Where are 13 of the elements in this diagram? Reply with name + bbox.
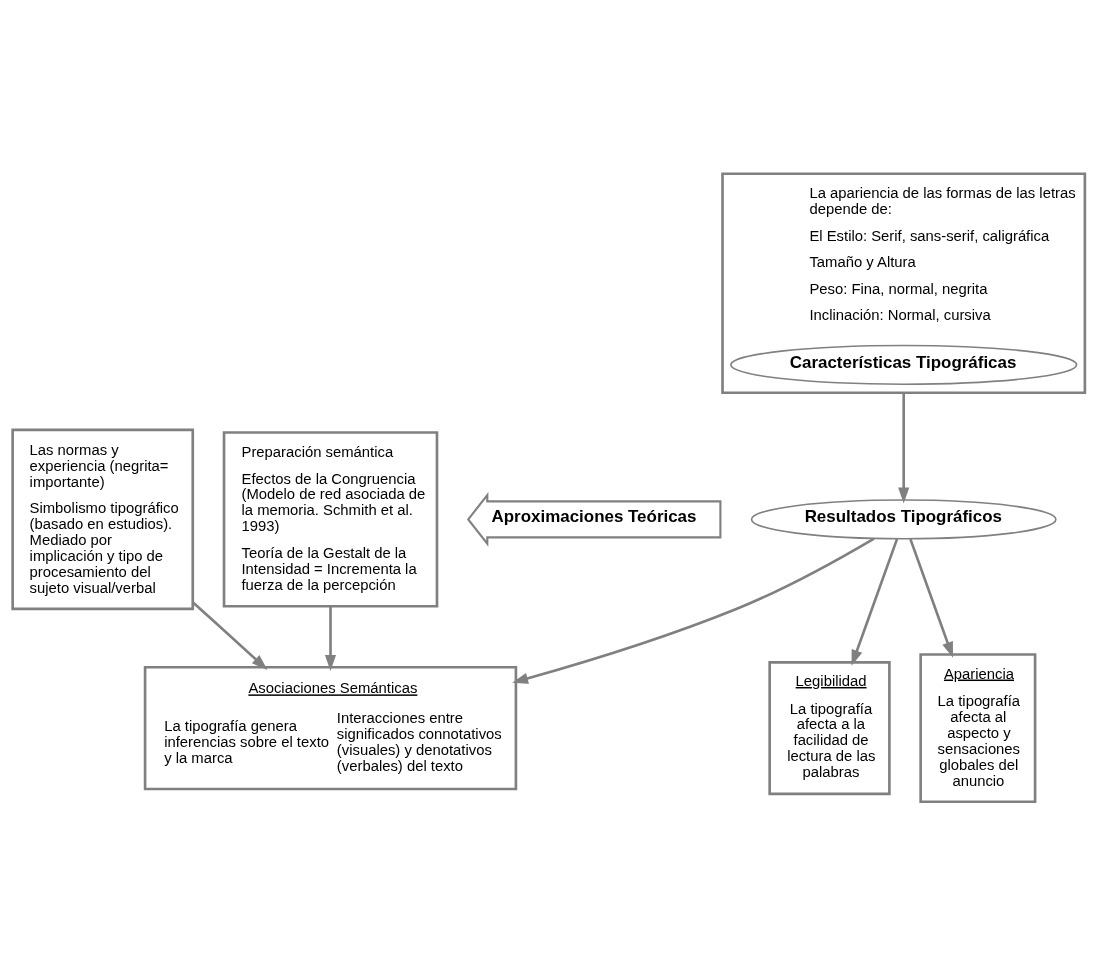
node-box: Asociaciones Semánticas La tipografía genera inferencias sobre el texto y la marca Interacciones entre significados connotativos (visuales) y denotativos (verbales) del texto bbox=[143, 665, 518, 791]
node-box: Las normas y experiencia (negrita= importante) Simbolismo tipográfico (basado en estudios). Mediado por implicación y tipo de procesamiento del sujeto visual/verbal bbox=[11, 428, 195, 611]
arrow bbox=[851, 538, 899, 666]
node-box: Preparación semántica Efectos de la Congruencia (Modelo de red asociada de la memoria. Schmith et al. 1993) Teoría de la Gestalt de la Intensidad = Incrementa la fuerza de la percepción bbox=[222, 431, 439, 608]
node-ellipse: Resultados Tipográficos bbox=[750, 499, 1057, 540]
arrow bbox=[909, 538, 953, 658]
node-box: Legibilidad La tipografía afecta a la facilidad de lectura de las palabras bbox=[768, 661, 891, 796]
arrow bbox=[512, 537, 875, 684]
arrow bbox=[898, 392, 910, 504]
arrow bbox=[324, 606, 337, 671]
arrow bbox=[192, 601, 268, 670]
node-ellipse: Características Tipográficas bbox=[730, 344, 1078, 385]
node-box: Apariencia La tipografía afecta al aspecto y sensaciones globales del anuncio bbox=[919, 653, 1037, 804]
